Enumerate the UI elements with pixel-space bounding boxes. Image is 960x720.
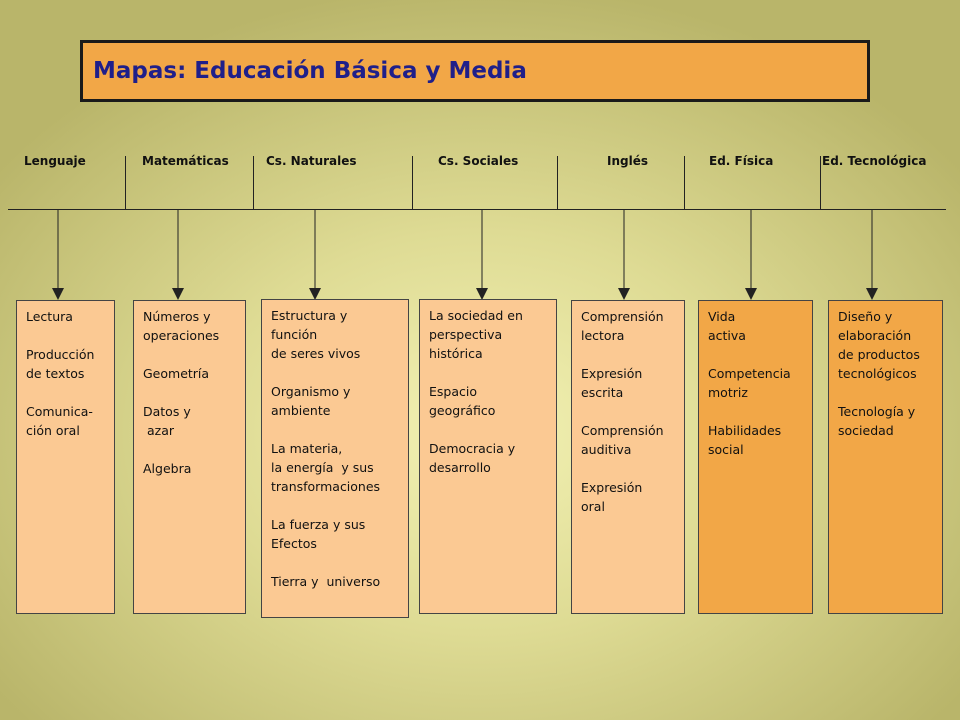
header-ed-tecnologica: Ed. Tecnológica	[822, 154, 927, 168]
line-gap	[26, 383, 106, 402]
subject-topic-line: ción oral	[26, 423, 80, 438]
subject-topic-line: Comprensión	[581, 423, 664, 438]
arrow-down-icon	[52, 210, 64, 300]
header-matematicas: Matemáticas	[142, 154, 229, 168]
header-cs-naturales: Cs. Naturales	[266, 154, 357, 168]
arrow-down-icon	[745, 210, 757, 300]
subject-topic-line: Vida	[708, 309, 736, 324]
line-gap	[26, 326, 106, 345]
line-gap	[581, 345, 676, 364]
header-ed-fisica: Ed. Física	[709, 154, 774, 168]
subject-topic-line: elaboración	[838, 328, 912, 343]
subject-topic-line: La materia,	[271, 441, 343, 456]
header-baseline	[8, 209, 946, 210]
line-gap	[143, 345, 237, 364]
subject-topic-line: Lectura	[26, 309, 73, 324]
subject-topic-line: activa	[708, 328, 746, 343]
column-separator	[253, 156, 254, 209]
subject-topic-line: de productos	[838, 347, 920, 362]
subject-topic-line: Comunica-	[26, 404, 93, 419]
subject-topic-line: desarrollo	[429, 460, 491, 475]
column-separator	[820, 156, 821, 209]
arrow-down-icon	[618, 210, 630, 300]
line-gap	[271, 553, 400, 572]
subject-topic-line: Producción	[26, 347, 95, 362]
subject-topic-line: de textos	[26, 366, 85, 381]
header-lenguaje: Lenguaje	[24, 154, 86, 168]
subject-topic-line: Habilidades	[708, 423, 782, 438]
subject-topic-line: auditiva	[581, 442, 632, 457]
subject-topic-line: Números y	[143, 309, 211, 324]
subject-topic-line: sociedad	[838, 423, 894, 438]
line-gap	[271, 363, 400, 382]
subject-topic-line: Efectos	[271, 536, 317, 551]
subject-topic-line: Datos y	[143, 404, 191, 419]
subject-topic-line: Algebra	[143, 461, 192, 476]
line-gap	[143, 383, 237, 402]
subject-topic-line: función	[271, 327, 318, 342]
subject-topic-line: La sociedad en	[429, 308, 523, 323]
column-separator	[684, 156, 685, 209]
subject-topic-line: de seres vivos	[271, 346, 361, 361]
subject-topic-line: perspectiva	[429, 327, 503, 342]
subject-topic-line: Tecnología y	[838, 404, 916, 419]
line-gap	[429, 363, 548, 382]
subject-topic-line: azar	[143, 423, 174, 438]
subject-topic-line: Comprensión	[581, 309, 664, 324]
line-gap	[271, 420, 400, 439]
arrow-down-icon	[309, 210, 321, 300]
header-cs-sociales: Cs. Sociales	[438, 154, 519, 168]
subject-box-ed-tecnologica: Diseño y elaboración de productos tecnológi…	[828, 300, 943, 614]
arrow-down-icon	[866, 210, 878, 300]
subject-topic-line: La fuerza y sus	[271, 517, 366, 532]
subject-topic-line: oral	[581, 499, 605, 514]
column-separator	[125, 156, 126, 209]
subject-topic-line: social	[708, 442, 744, 457]
subject-topic-line: escrita	[581, 385, 624, 400]
line-gap	[708, 402, 804, 421]
subject-topic-line: Geometría	[143, 366, 210, 381]
subject-topic-line: Estructura y	[271, 308, 348, 323]
line-gap	[838, 383, 934, 402]
subject-topic-line: geográfico	[429, 403, 496, 418]
line-gap	[708, 345, 804, 364]
subject-topic-line: histórica	[429, 346, 483, 361]
arrow-down-icon	[476, 210, 488, 300]
subject-topic-line: Democracia y	[429, 441, 516, 456]
subject-topic-line: Expresión	[581, 366, 643, 381]
header-ingles: Inglés	[607, 154, 648, 168]
arrow-down-icon	[172, 210, 184, 300]
line-gap	[271, 496, 400, 515]
line-gap	[581, 402, 676, 421]
subject-topic-line: Competencia	[708, 366, 791, 381]
title-box: Mapas: Educación Básica y Media	[80, 40, 870, 102]
subject-topic-line: Expresión	[581, 480, 643, 495]
column-separator	[412, 156, 413, 209]
line-gap	[143, 440, 237, 459]
subject-topic-line: ambiente	[271, 403, 331, 418]
subject-topic-line: Organismo y	[271, 384, 351, 399]
line-gap	[581, 459, 676, 478]
subject-topic-line: motriz	[708, 385, 748, 400]
subject-topic-line: la energía y sus	[271, 460, 374, 475]
subject-topic-line: Espacio	[429, 384, 477, 399]
subject-topic-line: lectora	[581, 328, 625, 343]
column-separator	[557, 156, 558, 209]
subject-topic-line: Tierra y universo	[271, 574, 381, 589]
page-title: Mapas: Educación Básica y Media	[93, 58, 527, 84]
subject-topic-line: tecnológicos	[838, 366, 917, 381]
subject-topic-line: operaciones	[143, 328, 220, 343]
subject-topic-line: Diseño y	[838, 309, 893, 324]
subject-topic-line: transformaciones	[271, 479, 381, 494]
line-gap	[429, 420, 548, 439]
